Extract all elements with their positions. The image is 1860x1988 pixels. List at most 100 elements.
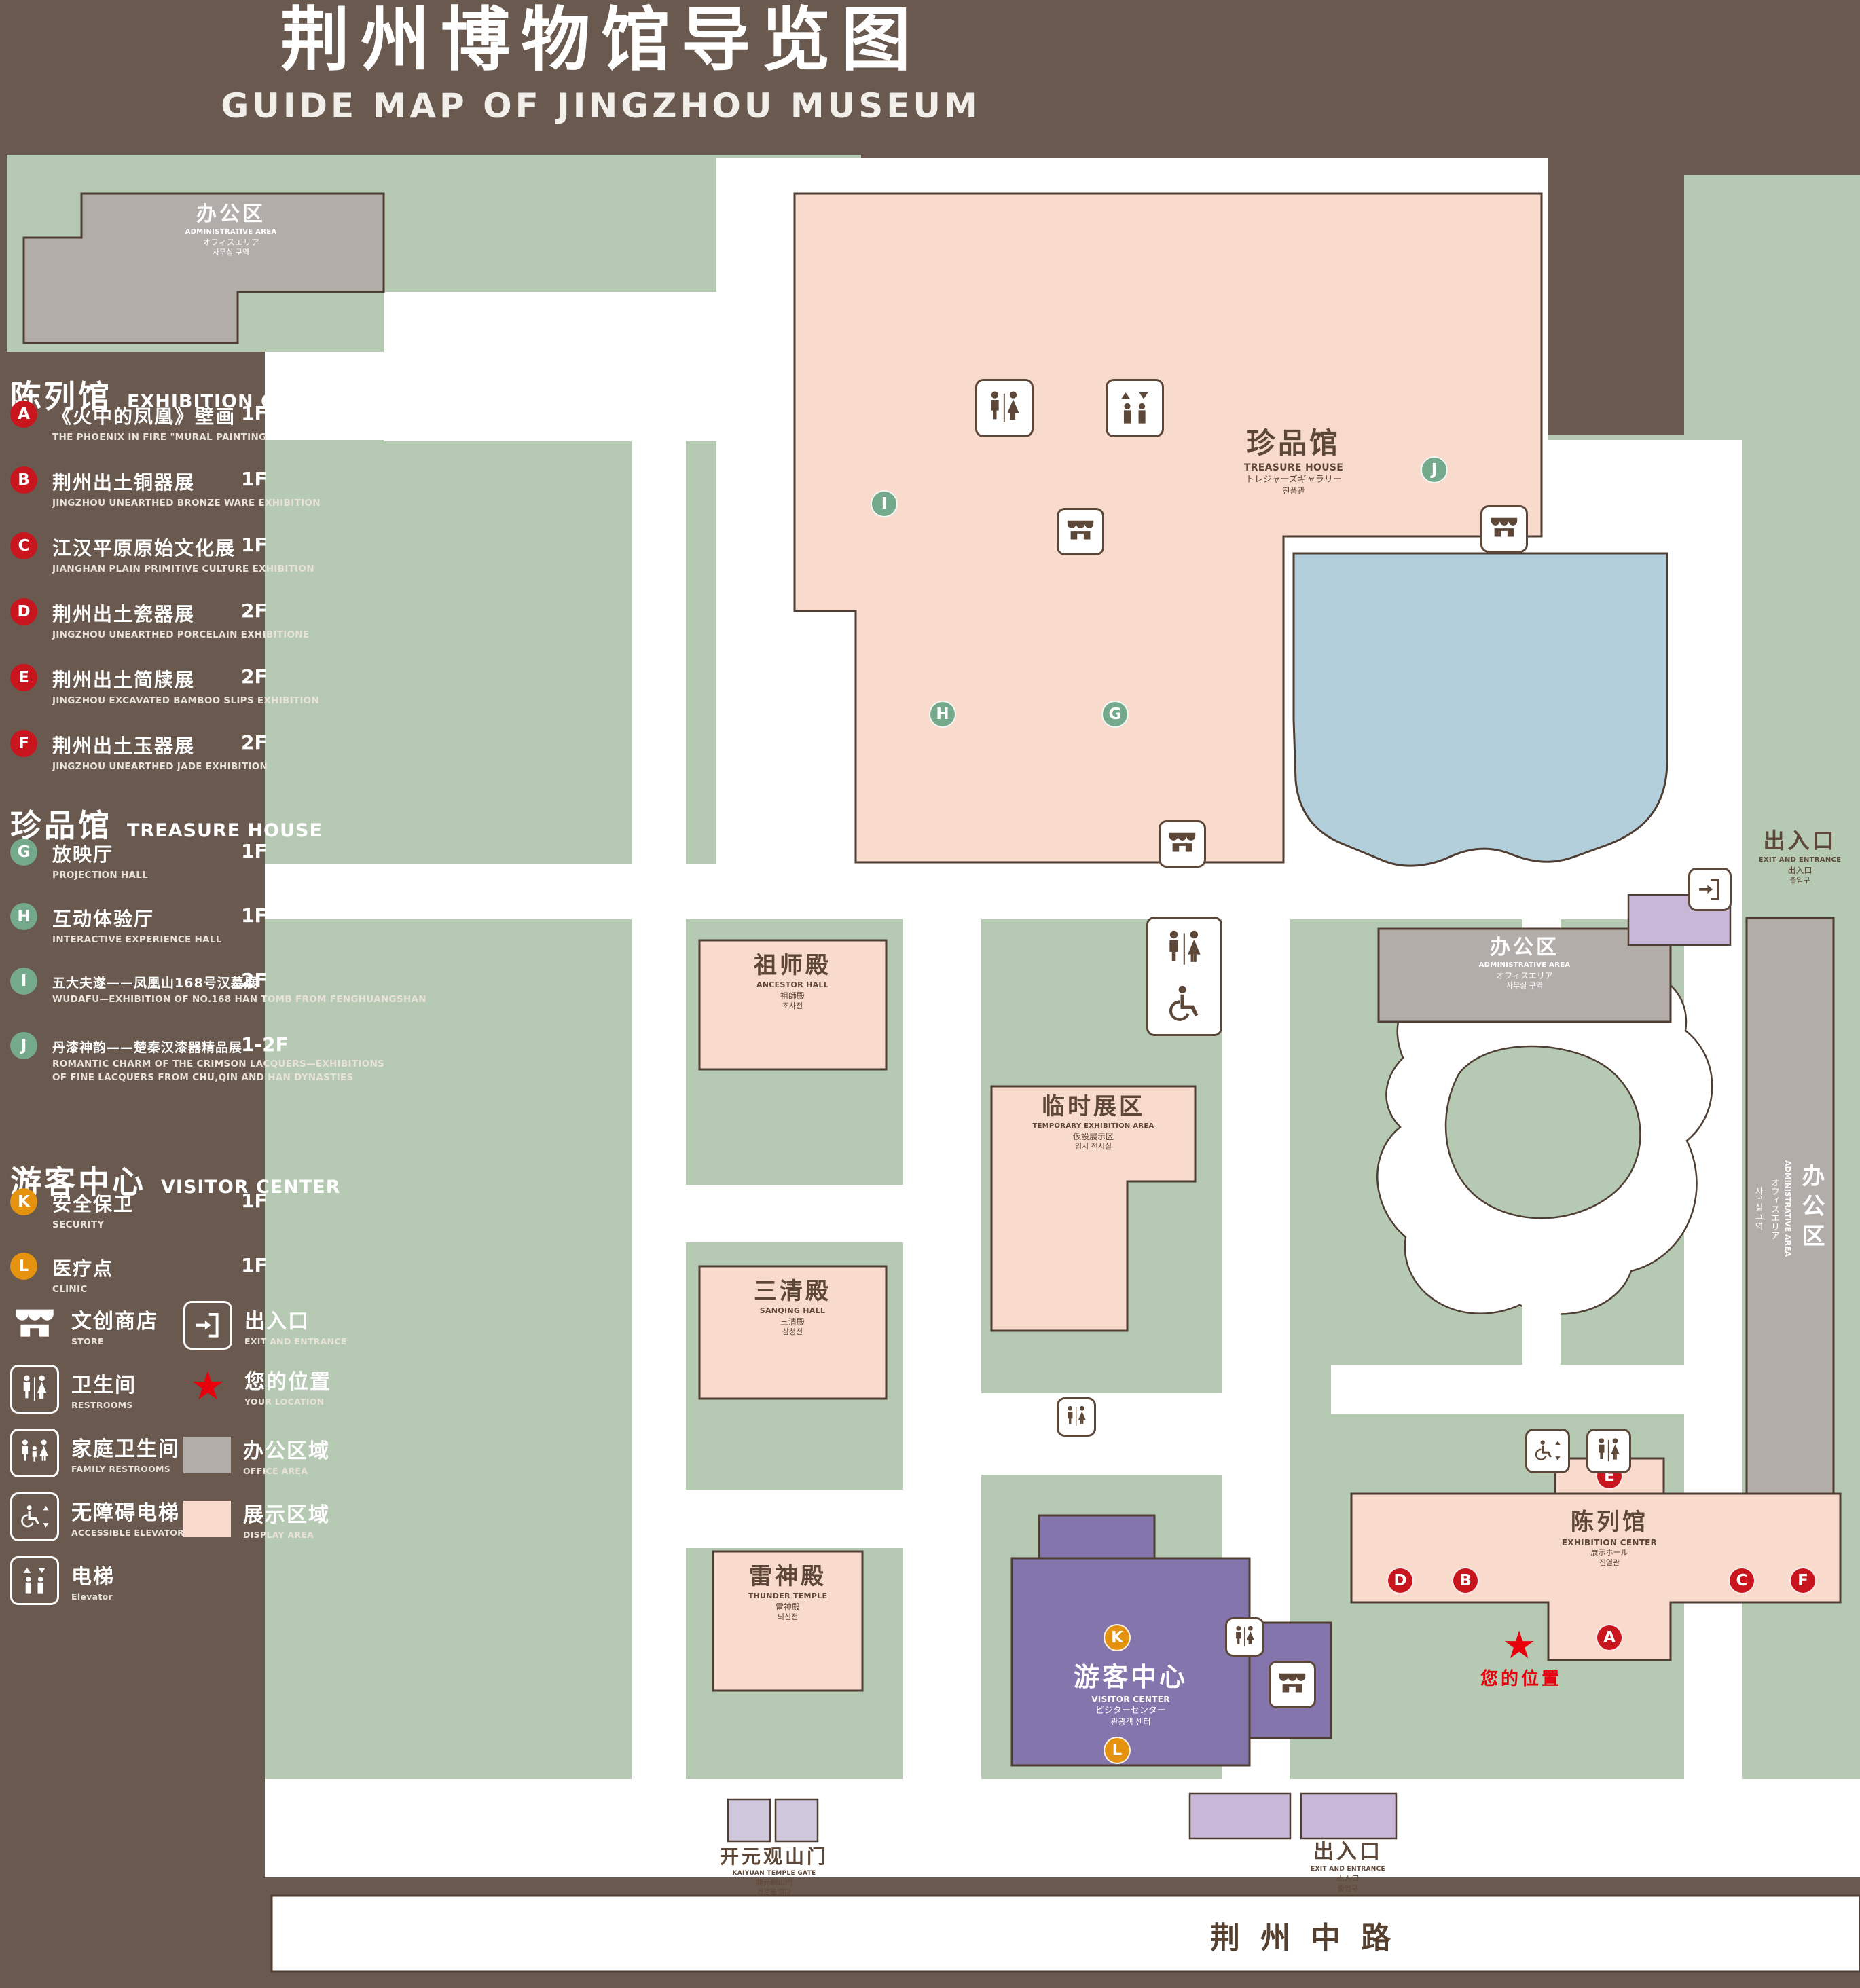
plaza-south [265,1779,1860,1877]
marker-d: D [10,598,37,625]
label-treasure-house: 珍品馆 TREASURE HOUSE トレジャーズギャラリー 진품관 [1243,426,1344,496]
path-topleft-2 [265,352,716,440]
office-area-swatch [183,1437,231,1473]
legend-item-l: L 医疗点 CLINIC 1F [10,1253,499,1295]
building-admin-topleft [22,192,385,344]
map-marker-j: J [1421,456,1448,483]
map-marker-i: I [871,490,898,517]
legend-store: 文创商店 STORE [10,1301,158,1350]
marker-l: L [10,1253,37,1280]
restrooms-icon [1586,1429,1631,1473]
marker-k: K [10,1188,37,1215]
legend-item-e: E 荆州出土简牍展 JINGZHOU EXCAVATED BAMBOO SLIP… [10,664,499,706]
legend-restrooms: 卫生间 RESTROOMS [10,1365,136,1414]
legend-item-c: C 江汉平原原始文化展 JIANGHAN PLAIN PRIMITIVE CUL… [10,532,499,574]
building-visitor-center [1010,1514,1332,1767]
store-icon [1269,1661,1316,1708]
grounds-topright [1684,175,1860,447]
legend-item-b: B 荆州出土铜器展 JINGZHOU UNEARTHED BRONZE WARE… [10,466,499,509]
your-location-star-icon: ★ [190,1363,225,1409]
accessible-elevator-icon [10,1492,59,1541]
marker-b: B [10,466,37,494]
map-marker-f: F [1789,1567,1817,1594]
title-zh: 荆州博物馆导览图 [280,0,922,81]
restrooms-icon [975,379,1034,437]
building-temporary-exhibition [990,1085,1197,1332]
restrooms-icon [1057,1397,1096,1437]
legend-office-area: 办公区域 OFFICE AREA [183,1434,330,1476]
legend-item-j: J 丹漆神韵——楚秦汉漆器精品展 ROMANTIC CHARM OF THE C… [10,1032,499,1083]
store-icon [1159,820,1206,868]
exit-icon [1688,868,1732,911]
gate-door-1 [727,1798,771,1843]
building-sanqing-hall [698,1265,888,1400]
display-area-swatch [183,1501,231,1537]
building-thunder-temple [712,1550,864,1692]
label-ancestor-hall: 祖师殿 ANCESTOR HALL 祖師殿 조사전 [754,952,831,1011]
map-marker-k: K [1104,1624,1131,1651]
restrooms-icon [10,1365,59,1414]
legend-accessible-elevator: 无障碍电梯 ACCESSIBLE ELEVATOR [10,1492,184,1541]
legend-your-location: ★ 您的位置 YOUR LOCATION [183,1365,331,1407]
map-marker-a: A [1596,1624,1623,1651]
title-en: GUIDE MAP OF JINGZHOU MUSEUM [221,86,981,126]
your-location-star: ★ [1502,1623,1537,1668]
garden-island [1444,1045,1641,1219]
label-visitor-center: 游客中心 VISITOR CENTER ビジターセンター 관광객 센터 [1073,1662,1188,1727]
map-marker-c: C [1728,1567,1755,1594]
exit-icon [183,1301,232,1350]
legend-family-restrooms: 家庭卫生间 FAMILY RESTROOMS [10,1429,180,1477]
label-kaiyuan-gate: 开元观山门 KAIYUAN TEMPLE GATE 開元観山門 산문을 열다 [719,1845,828,1896]
legend-item-a: A 《火中的凤凰》壁画 THE PHOENIX IN FIRE "MURAL P… [10,401,499,443]
map-marker-d: D [1387,1567,1414,1594]
label-exhibition-center: 陈列馆 EXHIBITION CENTER 展示ホール 진열관 [1561,1509,1658,1568]
path-garden-south [1331,1365,1738,1414]
building-admin-right [1377,927,1672,1023]
label-temporary-exhibition: 临时展区 TEMPORARY EXHIBITION AREA 仮設展示区 임시 … [1032,1093,1154,1152]
label-exit-bottom: 出入口 EXIT AND ENTRANCE 出入口 출입구 [1311,1840,1385,1893]
label-admin-top: 办公区 ADMINISTRATIVE AREA オフィスエリア 사무실 구역 [185,202,277,257]
marker-j: J [10,1032,37,1059]
page-title: 荆州博物馆导览图 GUIDE MAP OF JINGZHOU MUSEUM [0,4,1202,126]
path-horizontal-main [265,864,1742,919]
elevator-icon [1106,379,1164,437]
legend-item-d: D 荆州出土瓷器展 JINGZHOU UNEARTHED PORCELAIN E… [10,598,499,640]
road-jingzhou-middle [270,1894,1860,1973]
marker-e: E [10,664,37,691]
pond [1292,552,1668,867]
label-admin-right: 办公区 ADMINISTRATIVE AREA オフィスエリア 사무실 구역 [1478,936,1571,991]
marker-g: G [10,839,37,866]
path-visitor-north [981,1393,1266,1475]
marker-i: I [10,968,37,995]
marker-f: F [10,730,37,757]
garden-connector-south [1522,1290,1561,1369]
marker-a: A [10,401,37,428]
label-your-location: 您的位置 [1480,1669,1562,1689]
path-temples-1 [686,1185,903,1242]
path-temples-2 [686,1490,903,1548]
building-exhibition-center [1350,1492,1842,1661]
building-admin-far-right [1745,917,1835,1495]
family-restroom-accessible-icon [1146,917,1222,1036]
legend-item-k: K 安全保卫 SECURITY 1F [10,1188,499,1230]
marker-h: H [10,903,37,930]
map-marker-g: G [1101,701,1129,728]
legend-exit: 出入口 EXIT AND ENTRANCE [183,1301,347,1350]
marker-c: C [10,532,37,559]
label-thunder-temple: 雷神殿 THUNDER TEMPLE 雷神殿 뇌신전 [748,1563,828,1622]
label-sanqing-hall: 三清殿 SANQING HALL 三清殿 삼청전 [754,1278,831,1337]
elevator-icon [10,1556,59,1605]
label-admin-far-right: 办公区 ADMINISTRATIVE AREA オフィスエリア 사무실 구역 [1754,1160,1825,1257]
store-icon [1480,505,1528,553]
path-vertical-mid1 [903,919,981,1877]
legend-item-h: H 互动体验厅 INTERACTIVE EXPERIENCE HALL 1F [10,903,499,945]
label-road: 荆州中路 [1210,1921,1411,1955]
path-vertical-west [632,435,686,1877]
map-marker-h: H [929,701,956,728]
map-marker-b: B [1452,1567,1479,1594]
legend-item-f: F 荆州出土玉器展 JINGZHOU UNEARTHED JADE EXHIBI… [10,730,499,772]
